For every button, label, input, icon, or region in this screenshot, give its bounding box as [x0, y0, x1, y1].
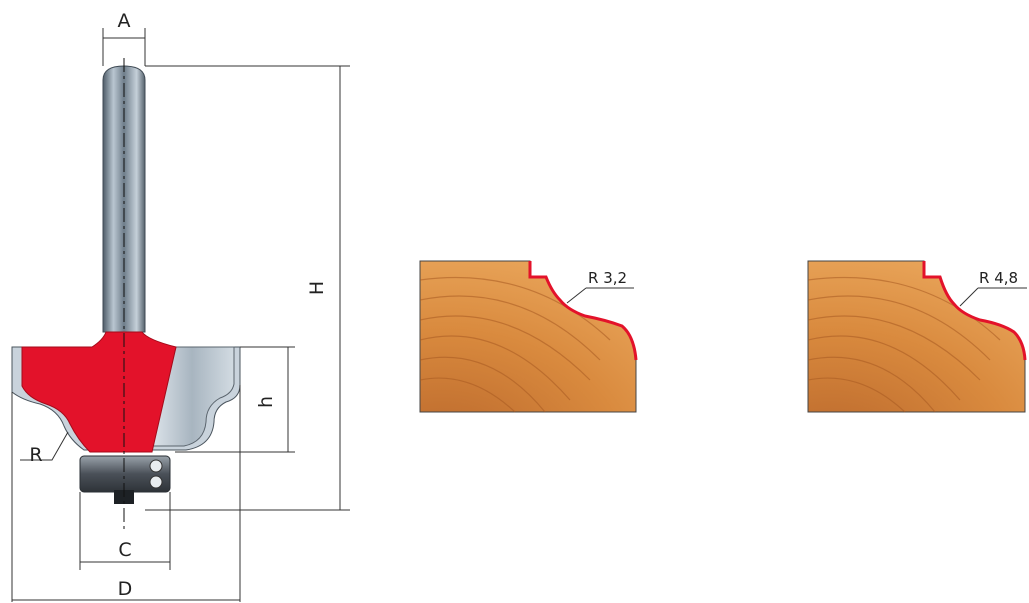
- profile-edge: [528, 261, 638, 361]
- dimension-label-d: D: [118, 578, 133, 600]
- bearing-ball: [149, 459, 163, 473]
- profile-edge: [922, 261, 1027, 361]
- radius-label: R 4,8: [979, 269, 1018, 287]
- radius-label: R 3,2: [588, 269, 627, 287]
- dimension-label-a: A: [118, 10, 131, 32]
- blade-face: [149, 346, 235, 447]
- wood-grain: [807, 277, 1001, 413]
- dimension-label-h-cut: h: [255, 396, 277, 408]
- bearing-ball: [149, 475, 163, 489]
- router-bit: [11, 58, 241, 530]
- profile-sample-2: R 4,8: [807, 260, 1027, 413]
- dimension-label-h-total: H: [306, 281, 328, 295]
- dimension-label-r: R: [29, 444, 42, 466]
- profile-sample-1: R 3,2: [419, 260, 638, 413]
- shank: [102, 65, 146, 333]
- dimension-label-c: C: [118, 539, 131, 561]
- cutter-body: [21, 331, 177, 453]
- dimension-lines: [11, 28, 350, 602]
- wood-grain: [419, 277, 611, 413]
